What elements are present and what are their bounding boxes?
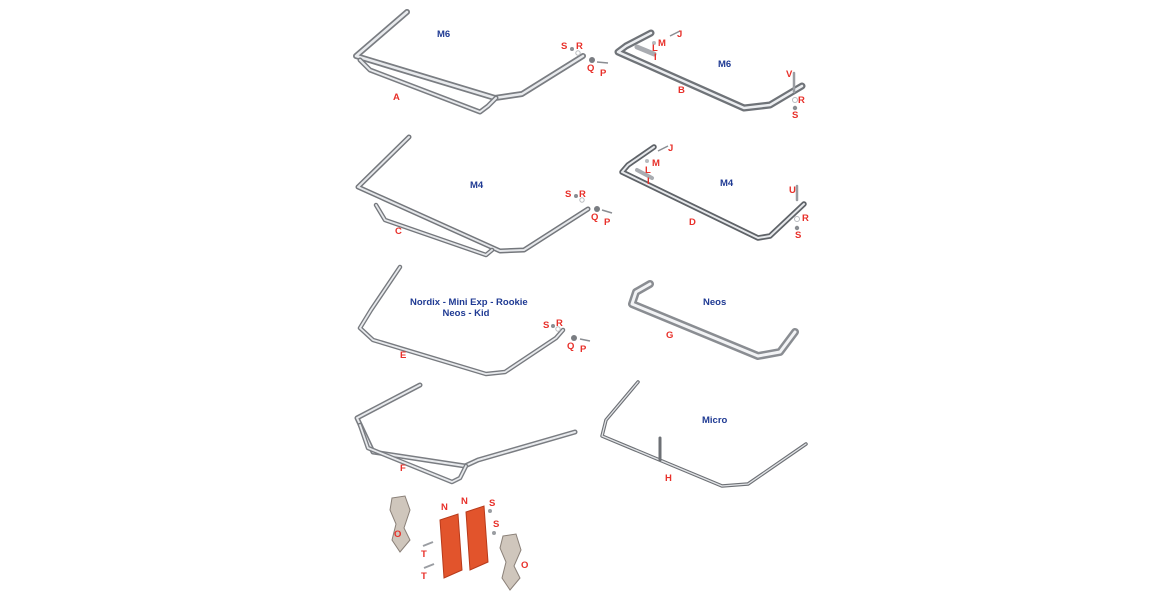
hw-label-r: R bbox=[798, 95, 805, 106]
hw-label-n: N bbox=[461, 496, 468, 507]
hw-label-m: M bbox=[658, 38, 666, 49]
clamp-set-icon bbox=[389, 495, 522, 591]
model-title-neos: Neos bbox=[703, 297, 727, 308]
hw-label-s: S bbox=[489, 498, 496, 509]
hw-label-q: Q bbox=[567, 341, 575, 352]
hw-label-j: J bbox=[677, 29, 683, 40]
hw-label-r: R bbox=[802, 213, 809, 224]
hw-label-p: P bbox=[604, 217, 611, 228]
part-label-d: D bbox=[689, 217, 696, 228]
hw-label-l: L bbox=[652, 43, 658, 54]
hw-label-i: I bbox=[647, 176, 650, 187]
bar-B-icon bbox=[614, 29, 806, 112]
part-label-h: H bbox=[665, 473, 672, 484]
model-title-m6-a: M6 bbox=[437, 29, 451, 40]
bar-H-icon bbox=[600, 380, 808, 488]
hw-label-r: R bbox=[579, 189, 586, 200]
part-label-c: C bbox=[395, 226, 402, 237]
hw-label-i: I bbox=[654, 52, 657, 63]
hw-label-t: T bbox=[421, 571, 427, 582]
hw-label-p: P bbox=[580, 344, 587, 355]
bar-E-icon bbox=[357, 264, 566, 377]
hw-label-r: R bbox=[576, 41, 583, 52]
bar-A-icon bbox=[353, 9, 586, 115]
model-title-line1: Nordix - Mini Exp - Rookie bbox=[410, 297, 528, 308]
model-title-line2: Neos - Kid bbox=[442, 307, 490, 319]
model-title-m4-d: M4 bbox=[720, 178, 734, 189]
model-title-micro: Micro bbox=[702, 415, 728, 426]
hw-label-s: S bbox=[792, 110, 799, 121]
part-label-e: E bbox=[400, 350, 407, 361]
part-label-b: B bbox=[678, 85, 685, 96]
hw-label-s: S bbox=[795, 230, 802, 241]
hw-label-v: V bbox=[786, 69, 793, 80]
hw-label-s: S bbox=[565, 189, 572, 200]
model-title-m6-b: M6 bbox=[718, 59, 732, 70]
hw-label-q: Q bbox=[591, 212, 599, 223]
hw-label-o: O bbox=[394, 529, 402, 540]
hw-label-r: R bbox=[556, 318, 563, 329]
hw-label-s: S bbox=[493, 519, 500, 530]
model-title-nordix: Nordix - Mini Exp - Rookie Neos - Kid bbox=[410, 297, 528, 320]
hw-label-q: Q bbox=[587, 63, 595, 74]
hw-label-t: T bbox=[421, 549, 427, 560]
hardware-icons bbox=[551, 30, 800, 342]
part-label-f: F bbox=[400, 463, 406, 474]
hw-label-u: U bbox=[789, 185, 796, 196]
hw-label-n: N bbox=[441, 502, 448, 513]
part-label-a: A bbox=[393, 92, 400, 103]
hw-label-m: M bbox=[652, 158, 660, 169]
bar-F-icon bbox=[354, 382, 578, 485]
hw-label-s: S bbox=[543, 320, 550, 331]
hw-label-l: L bbox=[645, 165, 651, 176]
bar-G-icon bbox=[628, 280, 799, 360]
hw-label-p: P bbox=[600, 68, 607, 79]
hw-label-s: S bbox=[561, 41, 568, 52]
bar-C-icon bbox=[355, 134, 591, 258]
model-title-m4-c: M4 bbox=[470, 180, 484, 191]
hw-label-j: J bbox=[668, 143, 674, 154]
bar-D-icon bbox=[619, 144, 807, 241]
part-label-g: G bbox=[666, 330, 674, 341]
hw-label-o: O bbox=[521, 560, 529, 571]
